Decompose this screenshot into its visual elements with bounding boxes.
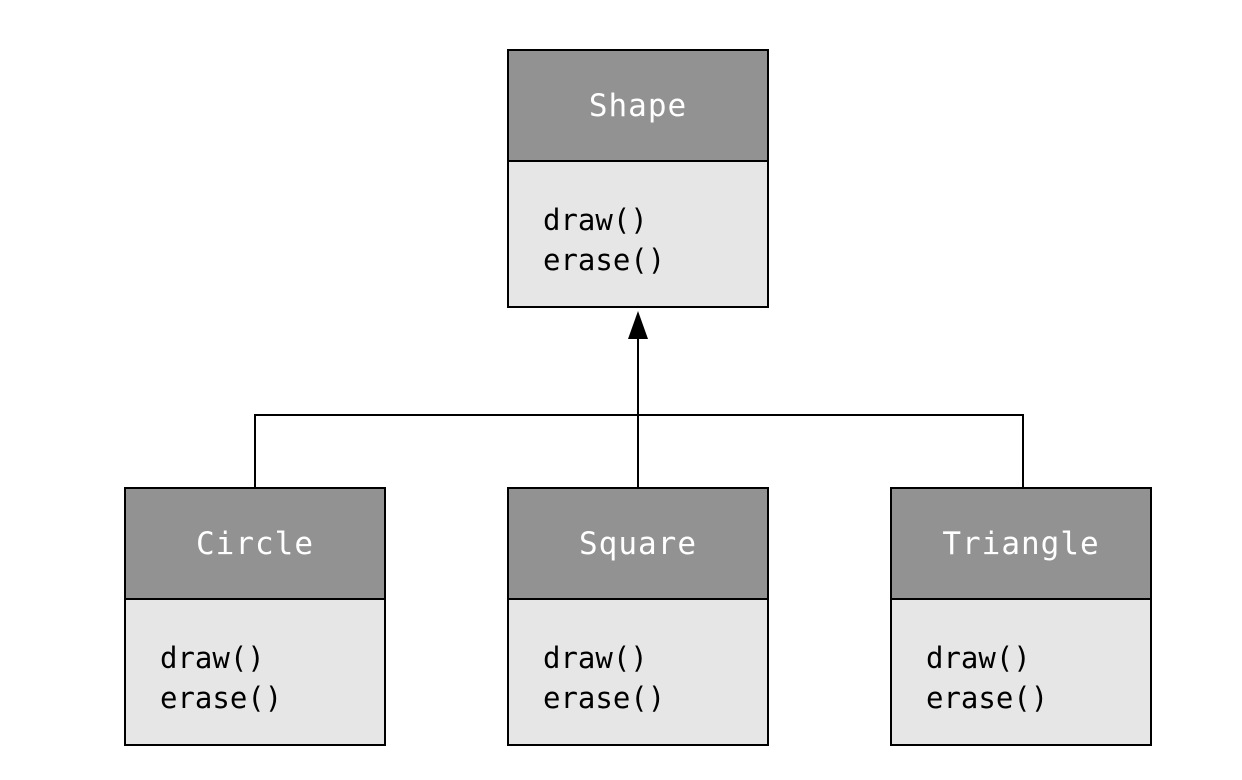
connector-triangle	[638, 414, 1024, 487]
class-triangle-name: Triangle	[892, 489, 1150, 600]
inheritance-arrowhead	[628, 311, 648, 339]
connector-circle	[254, 414, 638, 487]
class-shape-name: Shape	[509, 51, 767, 162]
class-circle-methods: draw() erase()	[126, 600, 384, 718]
method-erase: erase()	[543, 243, 666, 277]
method-draw: draw()	[543, 641, 648, 675]
class-shape[interactable]: Shape draw() erase()	[507, 49, 769, 308]
class-triangle[interactable]: Triangle draw() erase()	[890, 487, 1152, 746]
method-draw: draw()	[160, 641, 265, 675]
class-square-methods: draw() erase()	[509, 600, 767, 718]
class-square-name: Square	[509, 489, 767, 600]
method-draw: draw()	[543, 203, 648, 237]
class-shape-methods: draw() erase()	[509, 162, 767, 280]
method-erase: erase()	[160, 681, 283, 715]
method-erase: erase()	[926, 681, 1049, 715]
class-circle-name: Circle	[126, 489, 384, 600]
class-circle[interactable]: Circle draw() erase()	[124, 487, 386, 746]
method-draw: draw()	[926, 641, 1031, 675]
class-square[interactable]: Square draw() erase()	[507, 487, 769, 746]
class-triangle-methods: draw() erase()	[892, 600, 1150, 718]
method-erase: erase()	[543, 681, 666, 715]
